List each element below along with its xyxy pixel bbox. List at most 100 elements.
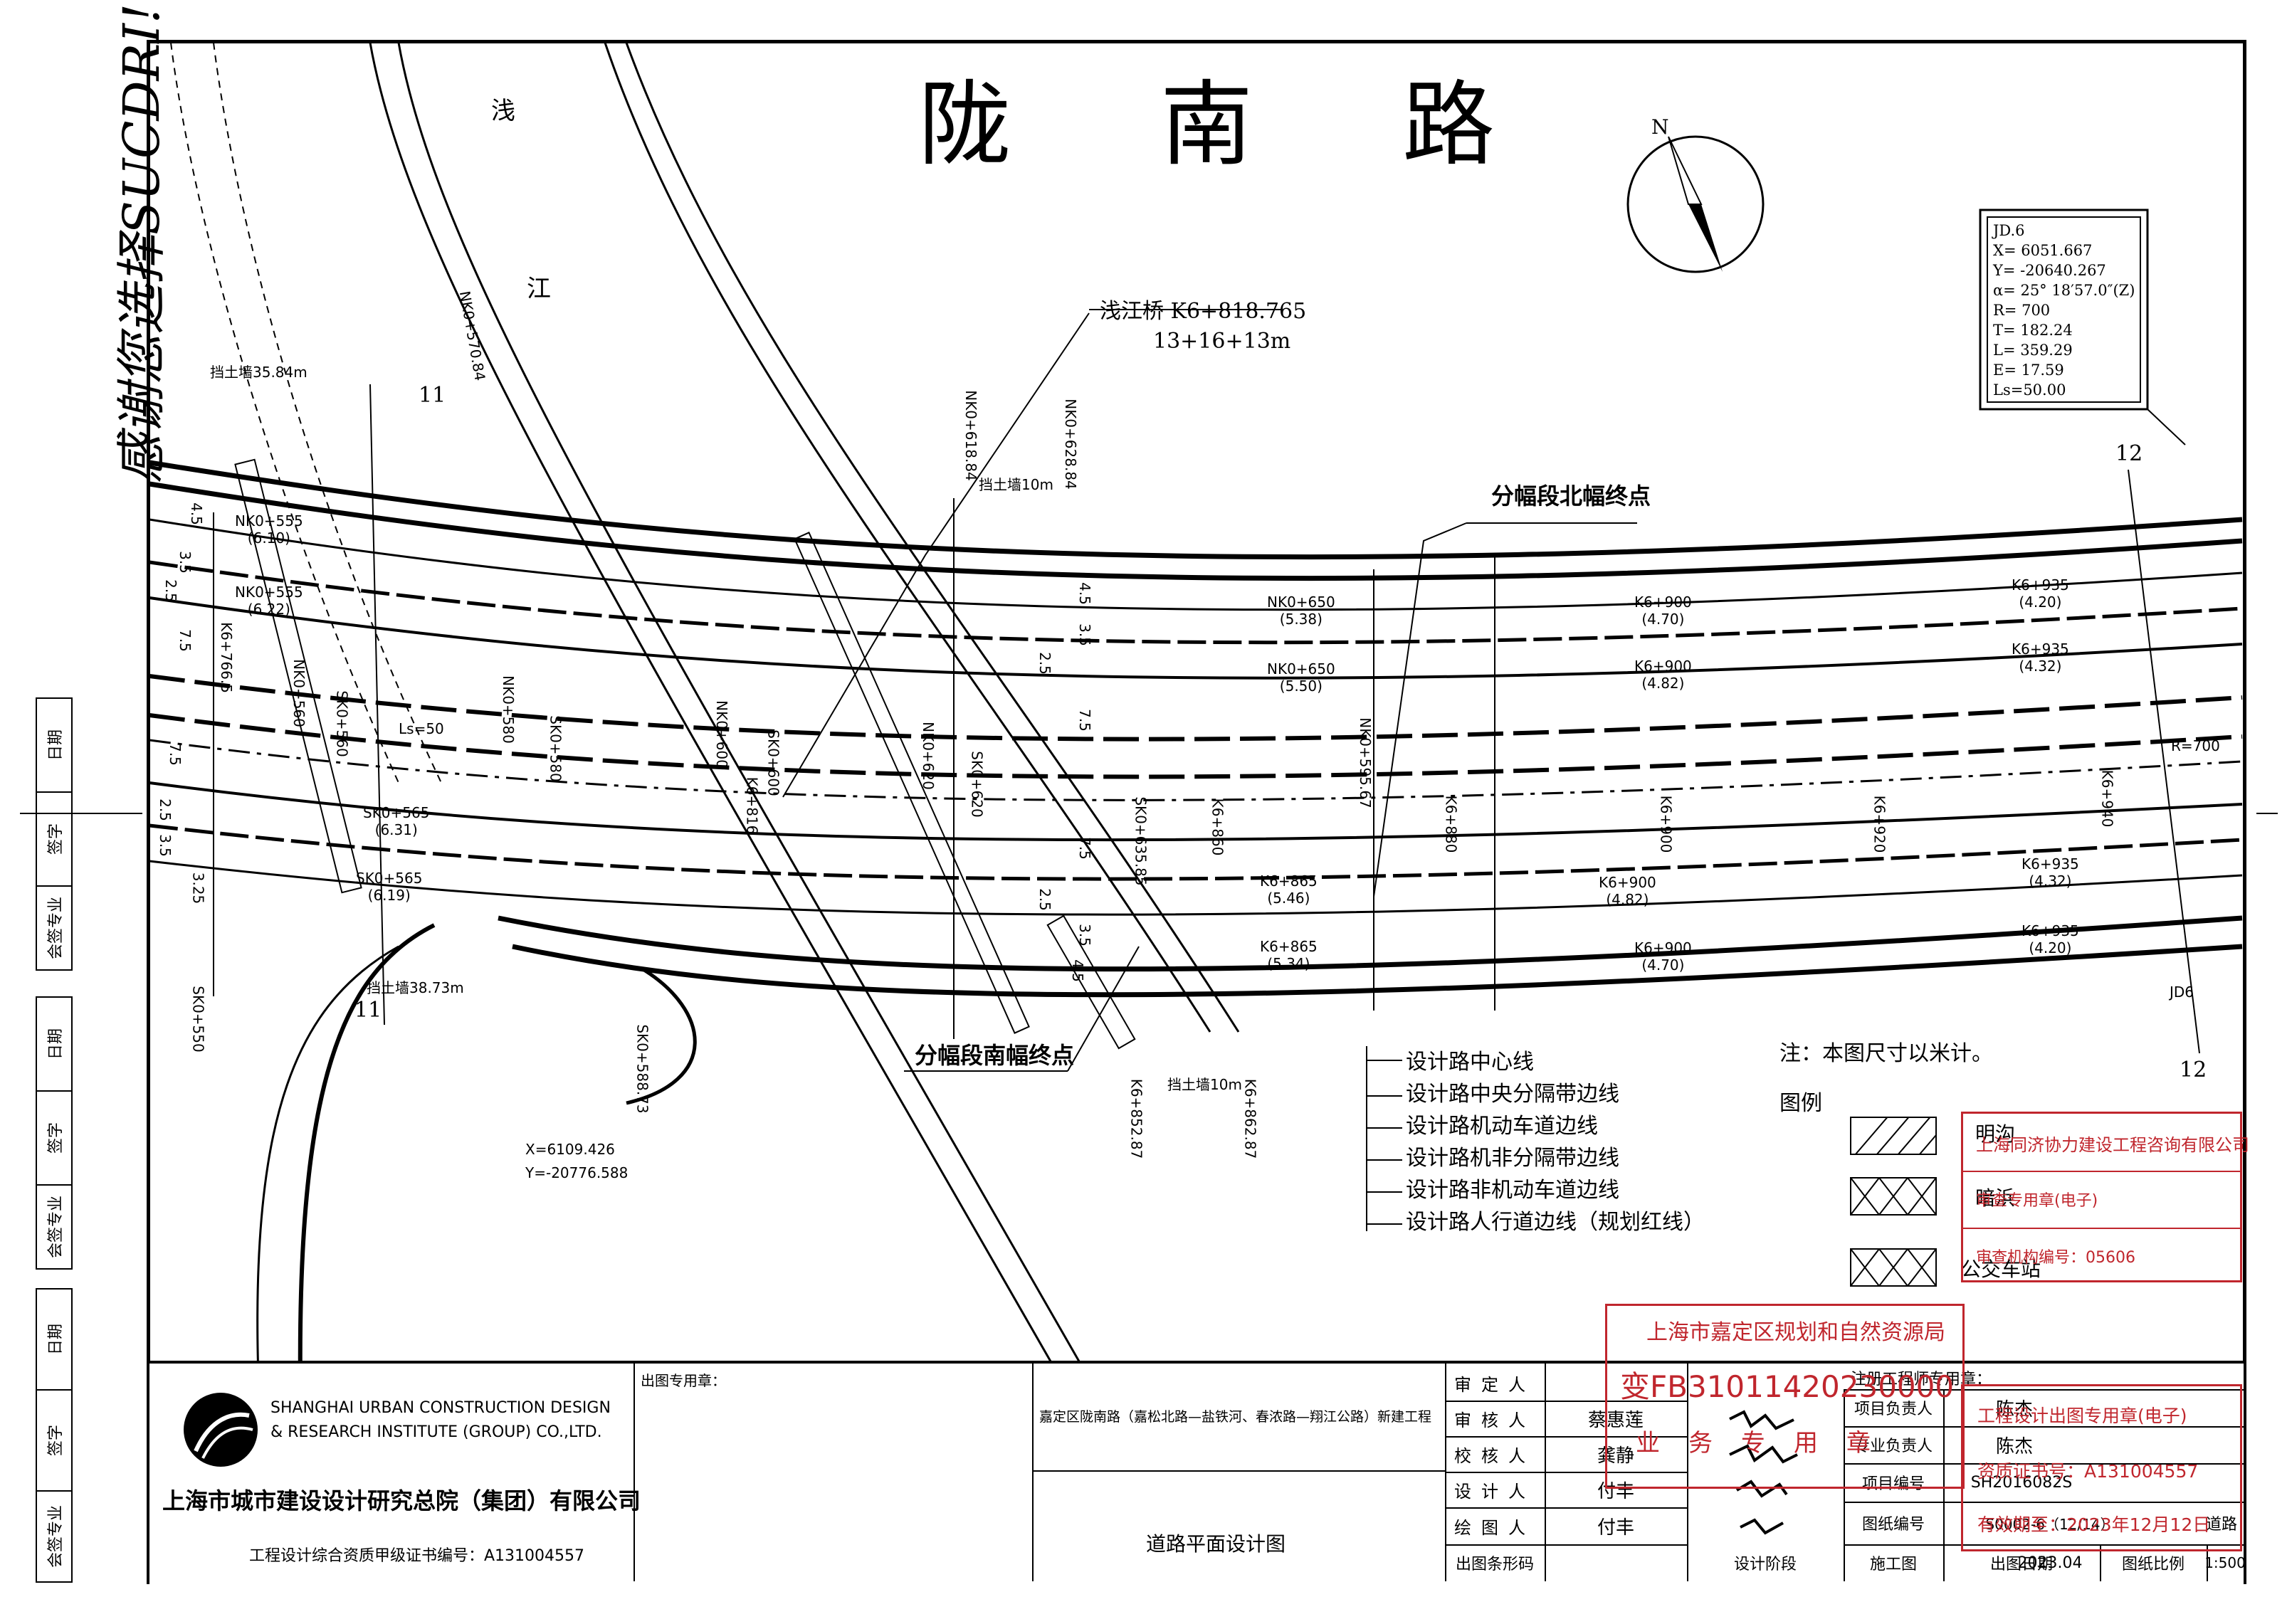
sig-label: 会签专业: [47, 1195, 65, 1259]
legend-line-label: 设计路非机动车道边线: [1406, 1178, 1619, 1203]
station-id: K6+865: [1260, 872, 1318, 890]
person-name: 蔡惠莲: [1587, 1409, 1644, 1431]
person-name: 龚静: [1597, 1445, 1634, 1467]
station-label: NK0+600: [713, 700, 730, 769]
info-value: 2023.04: [2017, 1554, 2083, 1572]
jd6-line: α= 25° 18′57.0″(Z): [1993, 282, 2135, 299]
station-flat: K6+900(4.70): [1634, 939, 1692, 974]
station-id: NK0+650: [1267, 594, 1335, 611]
station-elev: (4.82): [1641, 675, 1685, 692]
station-elev: (4.20): [2029, 939, 2072, 956]
station-flat: SK0+565(6.31): [363, 804, 429, 838]
road-name-title: 陇南路: [918, 70, 1645, 179]
station-id: K6+865: [1260, 938, 1318, 955]
review-stamp-line-3: 审查机构编号：05606: [1976, 1249, 2135, 1267]
section-mark: 11: [419, 383, 446, 408]
wall-label: 挡土墙10m: [979, 476, 1053, 493]
station-flat: K6+935(4.20): [2022, 922, 2079, 956]
river-char-2: 江: [527, 275, 551, 303]
station-elev: (4.32): [2029, 872, 2072, 890]
jd6-line: E= 17.59: [1993, 362, 2064, 379]
sig-cell: 签字: [37, 1391, 71, 1492]
role-label: 审定人: [1454, 1374, 1535, 1395]
sig-label: 日期: [47, 1323, 65, 1356]
sig-label: 签字: [47, 1424, 65, 1457]
legend-title: 图例: [1779, 1091, 1822, 1116]
sig-cell: 会签专业: [37, 1186, 71, 1268]
station-elev: (5.50): [1279, 677, 1323, 695]
jd6-line: JD.6: [1993, 222, 2025, 239]
station-id: K6+900: [1634, 594, 1692, 611]
station-flat: NK0+650(5.38): [1267, 594, 1335, 628]
north-arrow: [1626, 135, 1765, 273]
role-label: 校核人: [1454, 1445, 1535, 1466]
south-end-callout: 分幅段南幅终点: [915, 1042, 1075, 1069]
station-label: SK0+600: [764, 729, 782, 796]
role-label: 设计人: [1454, 1481, 1535, 1502]
width-label: 7.5: [1076, 709, 1093, 732]
jd6-line: Ls=50.00: [1993, 381, 2066, 399]
station-id: K6+900: [1634, 939, 1692, 956]
sig-column-bot: 日期 签字 会签专业: [36, 1288, 73, 1583]
station-elev: (4.70): [1641, 611, 1685, 628]
sig-column-mid: 日期 签字 会签专业: [36, 996, 73, 1270]
station-id: K6+935: [2022, 855, 2079, 872]
station-flat: K6+900(4.70): [1634, 594, 1692, 628]
info-label: 专业负责人: [1854, 1438, 1933, 1455]
info-value: 陈杰: [1995, 1435, 2033, 1457]
sig-cell: 会签专业: [37, 1492, 71, 1581]
station-flat: K6+935(4.32): [2022, 855, 2079, 890]
company-logo: [184, 1393, 258, 1467]
station-flat: SK0+565(6.19): [356, 870, 422, 904]
width-label: 7.5: [176, 629, 194, 652]
width-label: 2.5: [162, 579, 179, 602]
width-label: 3.5: [156, 834, 174, 857]
station-flat: NK0+555(6.10): [235, 512, 303, 547]
station-flat: K6+900(4.82): [1634, 658, 1692, 692]
station-label: SK0+550: [189, 986, 207, 1053]
section-mark: 12: [2180, 1058, 2207, 1082]
station-id: NK0+555: [235, 584, 303, 601]
station-id: SK0+565: [356, 870, 423, 887]
seal-stamp-line-2: 资质证书号：A131004557: [1977, 1461, 2199, 1482]
jd6-line: X= 6051.667: [1993, 242, 2093, 259]
station-id: K6+900: [1634, 658, 1692, 675]
sig-label: 日期: [47, 729, 65, 761]
seal-stamp-line-1: 工程设计出图专用章(电子): [1977, 1406, 2187, 1426]
person-name: 付丰: [1597, 1480, 1634, 1502]
station-elev: (4.32): [2019, 658, 2062, 675]
project-name: 嘉定区陇南路（嘉松北路—盐铁河、春浓路—翔江公路）新建工程: [1039, 1409, 1432, 1425]
wall-label: 挡土墙38.73m: [367, 979, 464, 996]
jd6-line: R= 700: [1993, 302, 2051, 319]
north-label: N: [1651, 115, 1669, 139]
station-id: NK0+650: [1267, 660, 1335, 677]
station-label: NK0+620: [919, 722, 937, 790]
section-mark: 12: [2115, 441, 2143, 466]
sig-column-top: 日期 签字 会签专业: [36, 697, 73, 971]
cert: 工程设计综合资质甲级证书编号：A131004557: [249, 1547, 585, 1565]
legend-line-label: 设计路中心线: [1406, 1050, 1534, 1075]
station-label: NK0+595.67: [1356, 717, 1374, 808]
person-name: 付丰: [1597, 1517, 1634, 1539]
info-label: 设计阶段: [1733, 1556, 1797, 1573]
width-label: 3.5: [1076, 924, 1093, 947]
station-flat: K6+865(5.34): [1260, 938, 1318, 972]
station-elev: (4.20): [2019, 594, 2062, 611]
info-label: 项目编号: [1861, 1475, 1925, 1493]
info-value: SH2016082S: [1970, 1473, 2073, 1492]
jd6-line: L= 359.29: [1993, 342, 2073, 359]
station-elev: (6.31): [374, 821, 418, 838]
coord-y: Y=-20776.588: [525, 1164, 629, 1181]
sig-label: 会签专业: [47, 896, 65, 960]
side-slogan: 感谢您选择SUCDRI!: [27, 4, 171, 484]
width-label: 2.5: [1036, 652, 1053, 675]
jd6-info: JD.6 X= 6051.667 Y= -20640.267 α= 25° 18…: [1993, 221, 2135, 400]
station-flat: NK0+555(6.22): [235, 584, 303, 618]
edition-value: 道路: [2205, 1516, 2237, 1534]
station-label: SK0+588.73: [633, 1024, 651, 1114]
station-label: NK0+580: [499, 675, 517, 744]
station-elev: (6.22): [247, 601, 290, 618]
station-label: K6+880: [1442, 795, 1460, 853]
wall-label: 挡土墙10m: [1167, 1076, 1242, 1093]
sig-cell: 签字: [37, 1092, 71, 1186]
